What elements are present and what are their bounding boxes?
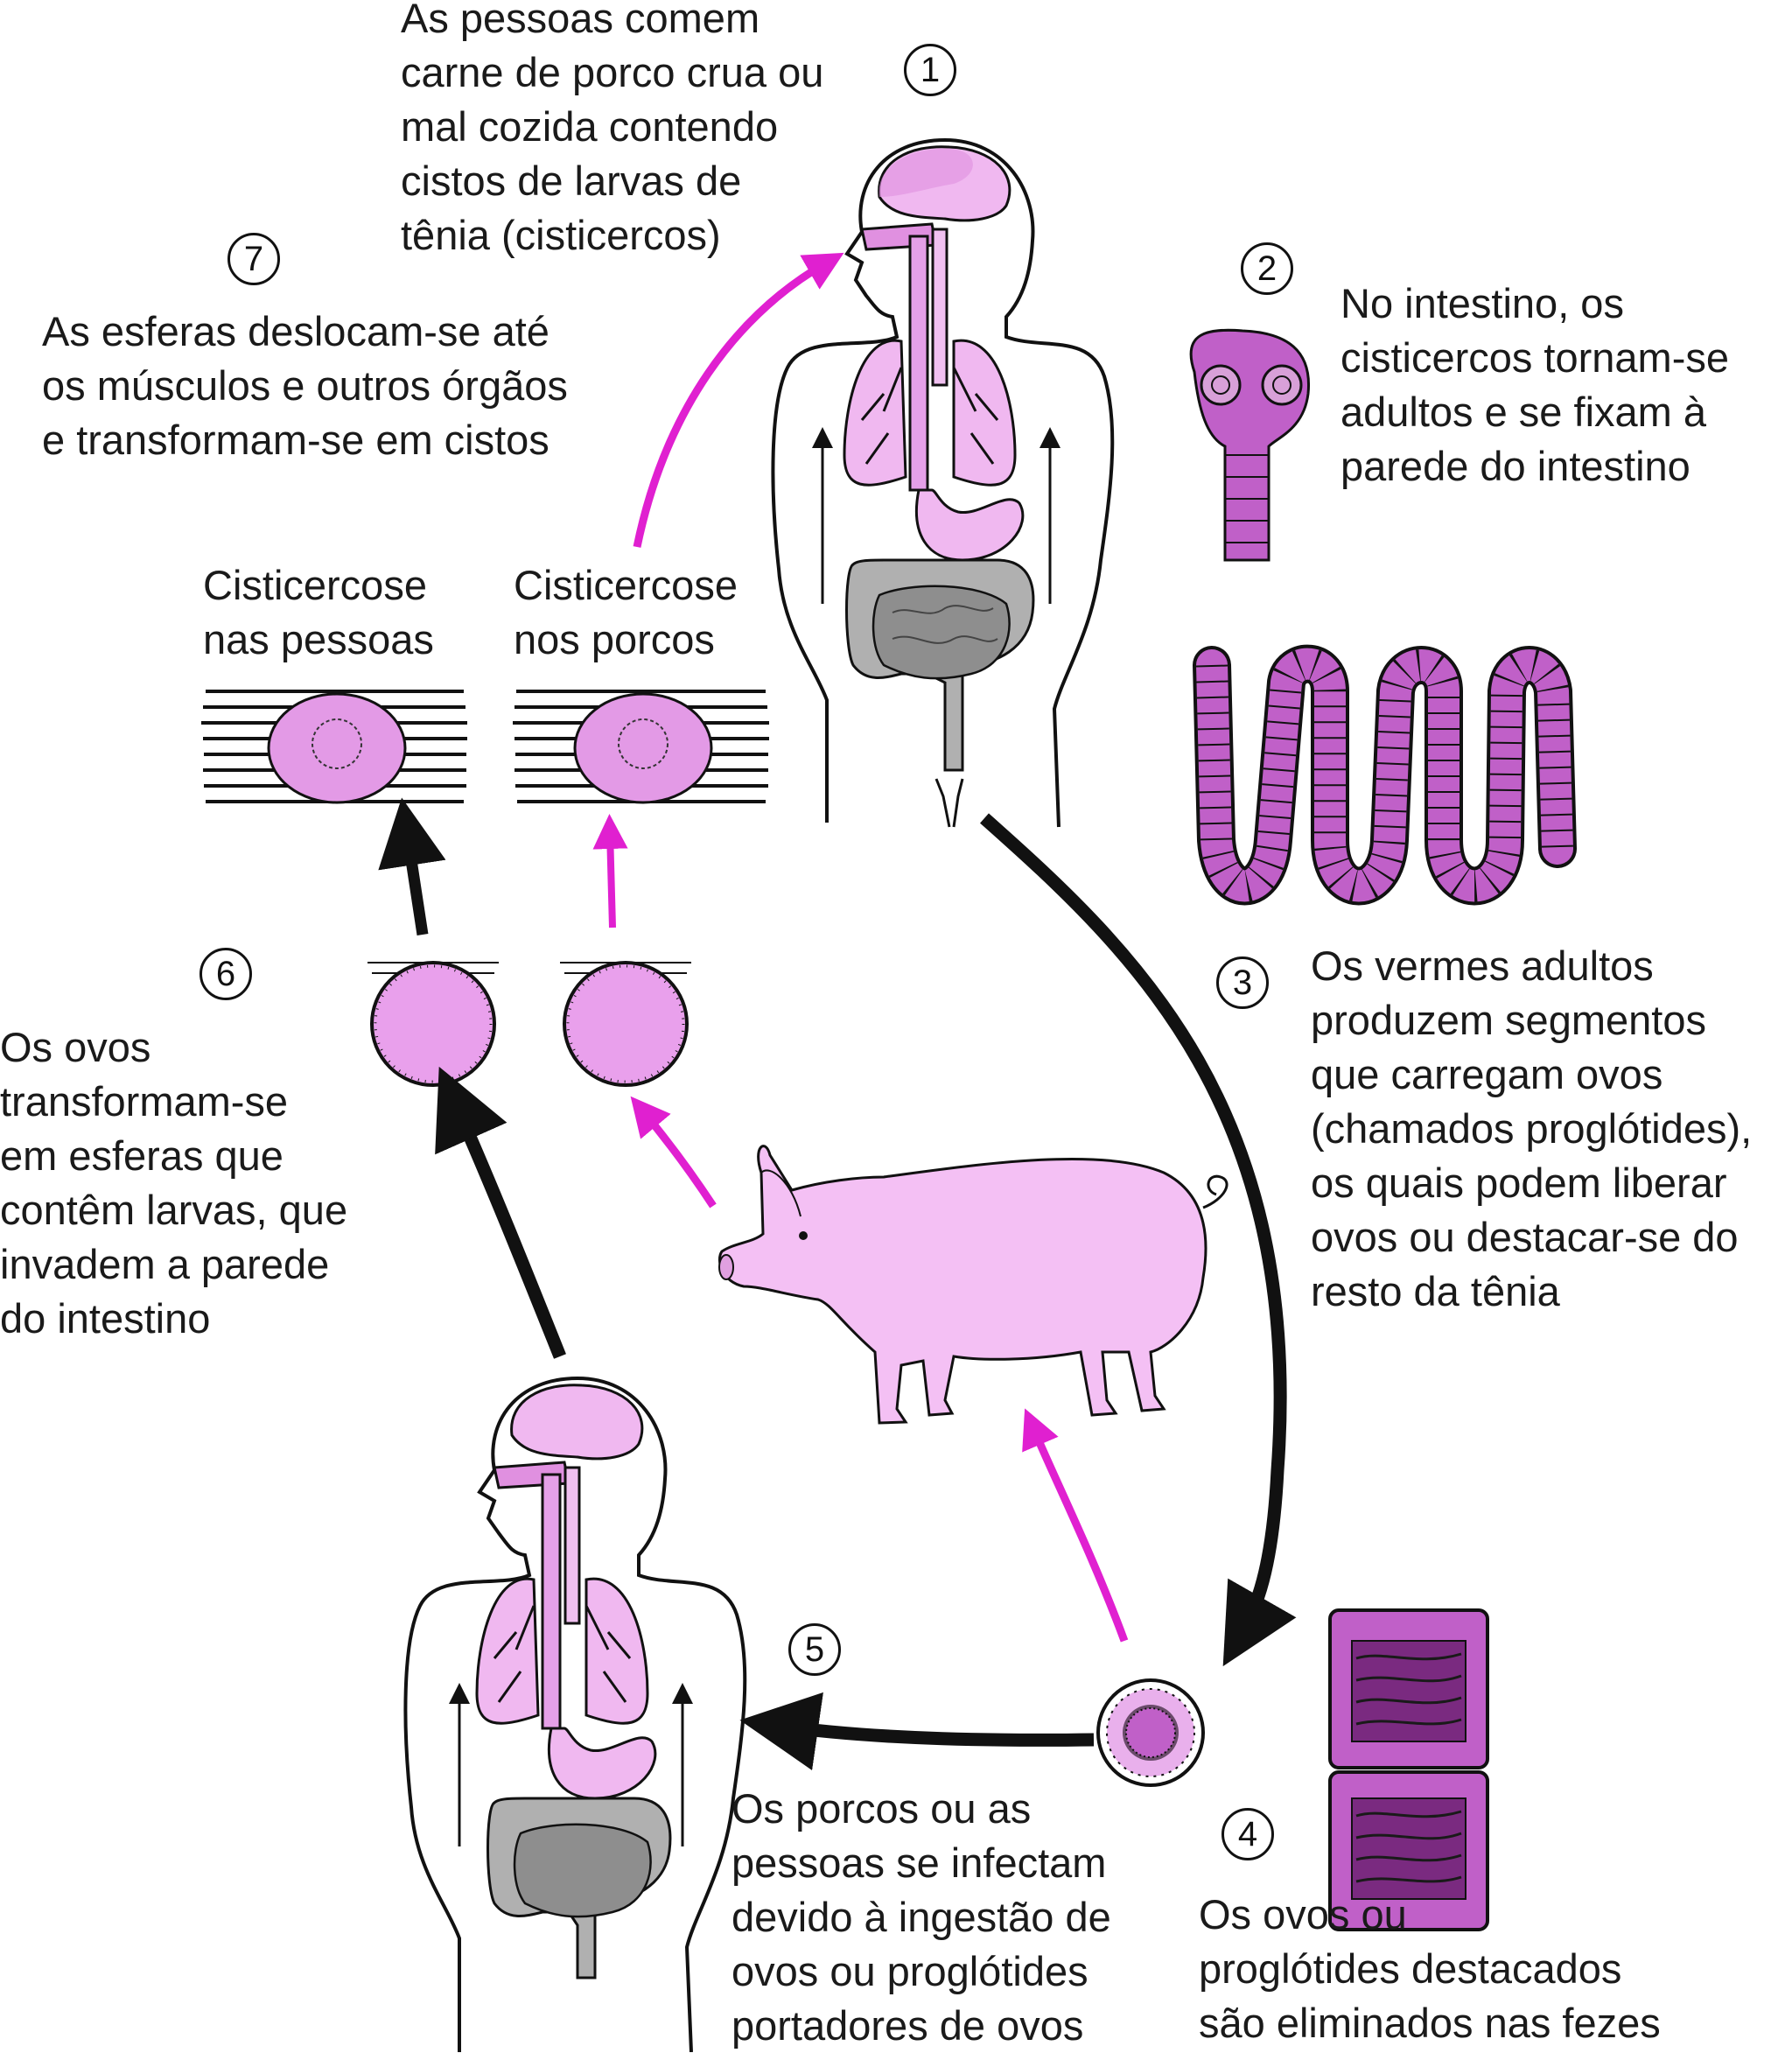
- pig: [718, 1145, 1228, 1425]
- cyst-in-muscle-people: [201, 690, 467, 804]
- label-cysticercosis-pigs: Cisticercose nos porcos: [514, 562, 738, 662]
- label-cysticercosis-people: Cisticercose nas pessoas: [203, 562, 434, 662]
- human-figure-bottom: [403, 1377, 747, 2052]
- step-6-text: Os ovos transformam-se em esferas que co…: [0, 1024, 348, 1342]
- step-5-number: 5: [788, 1623, 841, 1676]
- step-3-number: 3: [1216, 956, 1269, 1009]
- step-1-text: As pessoas comem carne de porco crua ou …: [401, 0, 824, 258]
- step-1-number: 1: [904, 44, 956, 96]
- arrow-sphere-people-up: [378, 797, 446, 935]
- sphere-pigs: [560, 961, 691, 1087]
- step-7-number: 7: [228, 233, 280, 285]
- cyst-in-muscle-pigs: [513, 690, 769, 804]
- arrow-egg-to-human: [739, 1692, 1095, 1770]
- step-6-number: 6: [200, 948, 252, 1000]
- arrow-egg-to-pig: [1022, 1408, 1129, 1643]
- tapeworm-egg: [1096, 1678, 1205, 1787]
- sphere-people: [368, 961, 499, 1087]
- step-4-number: 4: [1222, 1808, 1274, 1860]
- tapeworm-scolex: [1189, 328, 1311, 562]
- tapeworm-body: [1193, 644, 1577, 906]
- arrow-human-to-sphere: [435, 1066, 566, 1359]
- proglottids: [1328, 1608, 1489, 1931]
- arrow-sphere-pigs-up: [592, 814, 628, 928]
- arrow-cyst-to-mouth: [633, 252, 844, 548]
- arrow-pig-to-sphere: [630, 1096, 717, 1209]
- human-figure-top: [771, 138, 1115, 828]
- arrow-3-to-4: [980, 813, 1297, 1667]
- step-7-text: As esferas deslocam-se até os músculos e…: [42, 308, 568, 463]
- step-4-text: Os ovos ou proglótides destacados são el…: [1199, 1891, 1661, 2046]
- step-2-number: 2: [1241, 242, 1293, 295]
- step-3-text: Os vermes adultos produzem segmentos que…: [1311, 942, 1753, 1314]
- step-5-text: Os porcos ou as pessoas se infectam devi…: [732, 1785, 1111, 2049]
- step-2-text: No intestino, os cisticercos tornam-se a…: [1340, 280, 1729, 489]
